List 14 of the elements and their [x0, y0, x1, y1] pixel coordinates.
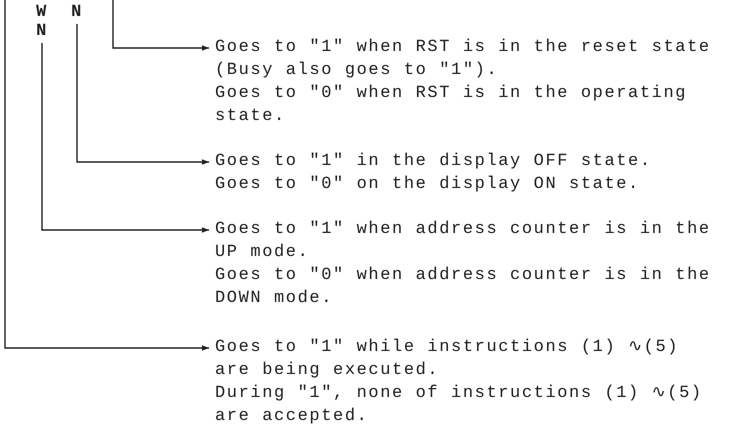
description-text: Goes to "1" when address counter is in the UP mode. [215, 219, 712, 264]
description-text: Goes to "0" when RST is in the operating state. [215, 83, 688, 128]
bit-label: W N [36, 3, 48, 41]
description-text: Goes to "0" when address counter is in the DOWN mode. [215, 265, 712, 310]
description-text: Goes to "0" on the display ON state. [215, 174, 641, 196]
description-text: Goes to "1" while instructions (1) ∿(5) are being executed. [215, 337, 680, 382]
leader-arrow [112, 0, 209, 51]
bit-label: N [71, 3, 83, 22]
description-text: Goes to "1" when RST is in the reset state (Busy also goes to "1"). [215, 37, 712, 82]
description-text: During "1", none of instructions (1) ∿(5) are accepted. [215, 383, 704, 428]
description-text: Goes to "1" in the display OFF state. [215, 151, 653, 173]
leader-arrow [41, 43, 209, 233]
leader-arrow [76, 24, 209, 165]
leader-arrow [4, 0, 209, 351]
